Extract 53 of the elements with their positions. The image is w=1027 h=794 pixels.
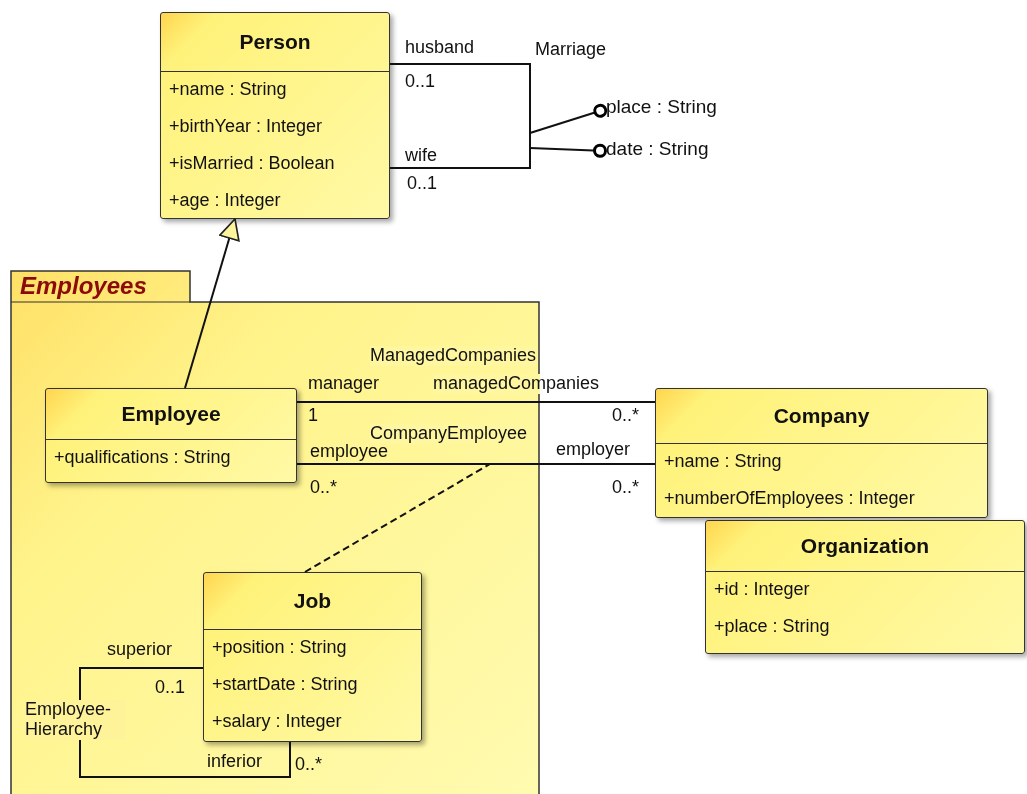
- class-box: [160, 12, 390, 219]
- role-name: employee: [310, 442, 389, 462]
- class-name: Organization: [800, 534, 930, 558]
- multiplicity: 0..1: [405, 72, 436, 92]
- association-name: Marriage: [535, 40, 607, 60]
- role-name: superior: [107, 640, 173, 660]
- multiplicity: 0..*: [612, 478, 640, 498]
- role-name: managedCompanies: [433, 374, 600, 394]
- role-name: inferior: [207, 752, 263, 772]
- role-name: husband: [405, 38, 475, 58]
- association-line: [296, 401, 656, 403]
- multiplicity: 1: [308, 406, 318, 426]
- attribute-text: date : String: [606, 138, 736, 164]
- attribute-text: +name : String: [169, 79, 287, 100]
- attribute-text: +isMarried : Boolean: [169, 153, 335, 174]
- class-box: [203, 572, 422, 742]
- class-name: Employee: [121, 402, 221, 426]
- attribute-text: +startDate : String: [212, 674, 358, 695]
- association-class-line: [304, 463, 491, 573]
- attribute-text: +birthYear : Integer: [169, 116, 322, 137]
- class-name: Person: [239, 30, 311, 54]
- role-name: employer: [556, 440, 631, 460]
- package-name: Employees: [20, 272, 147, 300]
- attribute-text: +numberOfEmployees : Integer: [664, 488, 915, 509]
- attribute-text: +id : Integer: [714, 579, 810, 600]
- class-box: [705, 520, 1025, 654]
- multiplicity: 0..*: [310, 478, 338, 498]
- attribute-connector: [529, 103, 608, 134]
- generalization-arrow: [184, 218, 240, 389]
- role-name: manager: [308, 374, 380, 394]
- attribute-text: +position : String: [212, 637, 347, 658]
- class-name: Job: [293, 589, 332, 613]
- class-name: Company: [773, 404, 870, 428]
- attribute-text: +qualifications : String: [54, 447, 231, 468]
- class-box: [655, 388, 988, 518]
- association-line: [389, 63, 531, 169]
- attribute-text: +salary : Integer: [212, 711, 342, 732]
- attribute-text: +age : Integer: [169, 190, 281, 211]
- multiplicity: 0..*: [295, 755, 323, 775]
- multiplicity: 0..*: [612, 406, 640, 426]
- multiplicity: 0..1: [407, 174, 438, 194]
- association-line: [79, 667, 291, 778]
- attribute-connector: [529, 143, 607, 158]
- attribute-text: place : String: [606, 96, 746, 122]
- multiplicity: 0..1: [155, 678, 186, 698]
- attribute-text: +name : String: [664, 451, 782, 472]
- association-name: ManagedCompanies: [370, 346, 537, 366]
- association-line: [296, 463, 656, 465]
- attribute-text: +place : String: [714, 616, 830, 637]
- class-box: [45, 388, 297, 483]
- role-name: wife: [405, 146, 437, 166]
- association-name: Employee-Hierarchy: [25, 700, 125, 740]
- association-name: CompanyEmployee: [370, 424, 528, 444]
